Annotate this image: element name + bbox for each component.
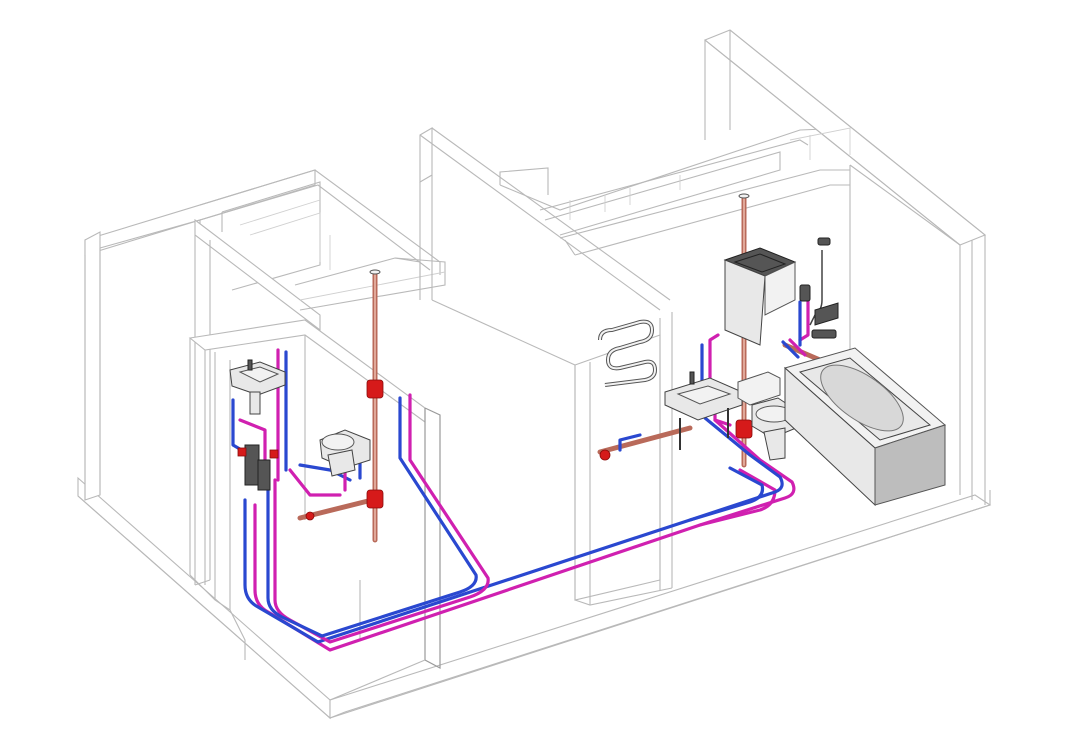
left-outer-wall [84, 231, 101, 501]
towel-rail-icon [598, 319, 658, 387]
drain-risers [297, 193, 823, 543]
right-outer-wall [703, 29, 987, 246]
drain-fitting [366, 489, 384, 509]
drain-fitting [366, 379, 384, 399]
floor-slab-front [329, 494, 992, 719]
fixtures [229, 237, 947, 507]
washbasin-icon [229, 359, 286, 415]
water-meter-icon [237, 444, 279, 491]
floor-slab-edge [77, 490, 991, 719]
cold-water-main [243, 466, 765, 644]
right-divider-wall [574, 334, 661, 601]
left-divider-wall [188, 319, 426, 424]
floor-slab [77, 476, 331, 720]
drain-fitting [735, 419, 753, 439]
toilet-icon [737, 371, 797, 461]
hot-water-main [253, 468, 777, 652]
water-pipes [231, 298, 810, 652]
shower-head-icon [799, 237, 839, 339]
building-shell [77, 29, 992, 720]
toilet-icon [319, 429, 371, 477]
washbasin-icon [664, 371, 743, 450]
left-partition [194, 218, 321, 332]
cistern-icon [723, 247, 797, 346]
bathtub-icon [783, 347, 947, 507]
